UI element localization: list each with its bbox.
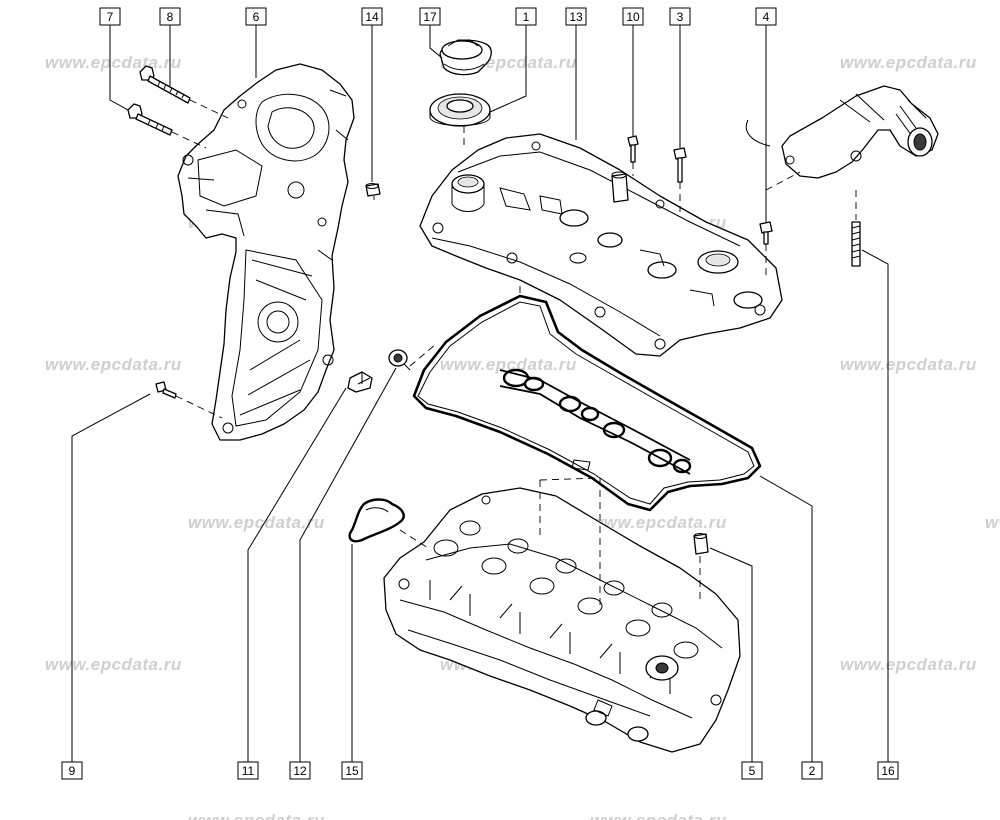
callout-4: 4 [755, 7, 777, 26]
watermark: www.epcdata.ru [985, 513, 1000, 532]
stud-part-16 [851, 221, 861, 267]
watermark: www.epcdata.ru [45, 355, 182, 374]
callout-1: 1 [515, 7, 537, 26]
callout-3: 3 [669, 7, 691, 26]
svg-text:16: 16 [881, 764, 895, 778]
svg-text:8: 8 [167, 10, 174, 24]
svg-text:3: 3 [677, 10, 684, 24]
svg-text:2: 2 [809, 764, 816, 778]
svg-text:9: 9 [69, 764, 76, 778]
dowel-part-14 [365, 183, 381, 197]
o-ring-part-15 [348, 498, 405, 543]
sensor-part-11 [347, 371, 373, 393]
bolt-part-7 [127, 103, 173, 136]
callout-8: 8 [159, 7, 181, 26]
svg-text:1: 1 [523, 10, 530, 24]
svg-text:11: 11 [242, 764, 255, 778]
svg-text:6: 6 [253, 10, 260, 24]
callout-2: 2 [801, 761, 823, 780]
cylinder-head-cover-part [419, 133, 783, 357]
bolt-part-9 [155, 381, 177, 399]
cam-bearing-details [433, 520, 699, 659]
cylinder-head-part [383, 487, 741, 753]
svg-text:14: 14 [365, 10, 379, 24]
callout-13: 13 [565, 7, 587, 26]
svg-text:10: 10 [626, 10, 640, 24]
dowel-part-5 [693, 533, 709, 555]
svg-text:17: 17 [423, 10, 437, 24]
bolt-part-3 [673, 147, 687, 183]
watermark: www.epcdata.ru [840, 53, 977, 72]
bolt-part-4 [759, 221, 773, 245]
callout-12: 12 [289, 761, 311, 780]
svg-text:13: 13 [569, 10, 583, 24]
callout-5: 5 [741, 761, 763, 780]
callout-16: 16 [877, 761, 899, 780]
watermark: www.epcdata.ru [840, 655, 977, 674]
leader-lines [71, 25, 889, 762]
seal-ring-part [429, 93, 491, 127]
callout-11: 11 [237, 761, 259, 780]
watermark: www.epcdata.ru [590, 811, 727, 820]
bolt-part-8 [139, 65, 191, 104]
callout-14: 14 [361, 7, 383, 26]
alignment-lines [171, 99, 857, 606]
watermark: www.epcdata.ru [45, 655, 182, 674]
svg-text:15: 15 [345, 764, 359, 778]
callout-6: 6 [245, 7, 267, 26]
callout-7: 7 [99, 7, 121, 26]
timing-cover-part [177, 63, 355, 441]
bolt-part-10 [627, 135, 639, 163]
svg-text:12: 12 [293, 764, 307, 778]
watermark: www.epcdata.ru [840, 355, 977, 374]
callout-15: 15 [341, 761, 363, 780]
callout-9: 9 [61, 761, 83, 780]
svg-text:7: 7 [107, 10, 114, 24]
grommet-part-12 [388, 349, 411, 371]
watermark: www.epcdata.ru [440, 355, 577, 374]
breather-hose-part [745, 85, 939, 179]
oil-filler-cap-part [439, 39, 492, 76]
callout-17: 17 [419, 7, 441, 26]
watermark: www.epcdata.ru [188, 513, 325, 532]
callout-10: 10 [622, 7, 644, 26]
callout-boxes: 7 8 6 14 17 1 13 10 3 4 9 11 12 15 5 [61, 7, 899, 780]
cover-gasket-part [412, 294, 762, 512]
watermark: www.epcdata.ru [188, 811, 325, 820]
svg-text:4: 4 [763, 10, 770, 24]
spark-plug-seals [499, 368, 692, 475]
watermark: www.epcdata.ru [45, 53, 182, 72]
svg-text:5: 5 [749, 764, 756, 778]
watermark: www.epcdata.ru [590, 513, 727, 532]
